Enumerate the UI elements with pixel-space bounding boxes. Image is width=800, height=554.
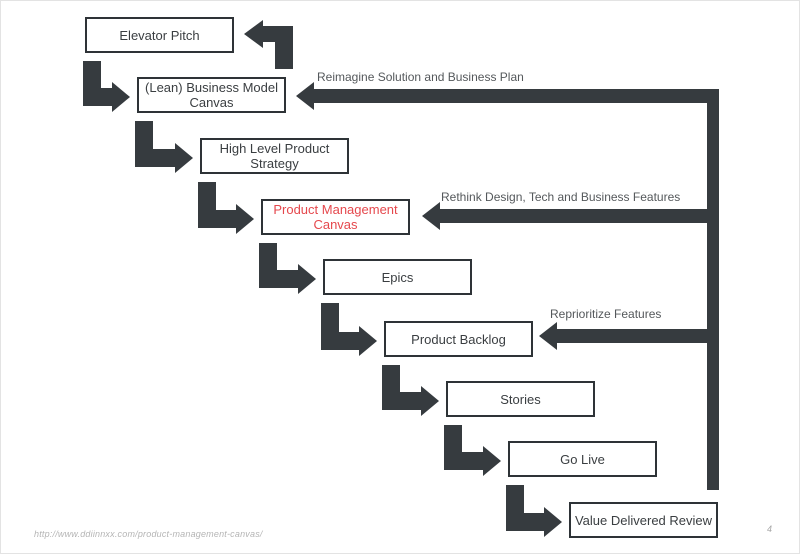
- step-box-product-management-canvas: Product Management Canvas: [261, 199, 410, 235]
- step-label: High Level Product Strategy: [219, 141, 330, 171]
- step-box-epics: Epics: [323, 259, 472, 295]
- feedback-arrow-label: Reprioritize Features: [550, 307, 662, 321]
- arrowhead-right-icon: [483, 446, 501, 476]
- arrowhead-right-icon: [175, 143, 193, 173]
- arrowhead-left-icon: [296, 82, 314, 110]
- step-box-product-backlog: Product Backlog: [384, 321, 533, 357]
- step-label: (Lean) Business Model Canvas: [145, 80, 278, 110]
- arrowhead-right-icon: [112, 82, 130, 112]
- step-box-go-live: Go Live: [508, 441, 657, 477]
- step-box-lean-business-model-canvas: (Lean) Business Model Canvas: [137, 77, 286, 113]
- arrowhead-right-icon: [236, 204, 254, 234]
- connector-horizontal-bar: [198, 210, 236, 228]
- feedback-horizontal-bar: [440, 209, 719, 223]
- arrowhead-right-icon: [421, 386, 439, 416]
- step-label: Stories: [500, 391, 541, 407]
- step-label: Go Live: [560, 451, 605, 467]
- arrowhead-right-icon: [359, 326, 377, 356]
- step-box-elevator-pitch: Elevator Pitch: [85, 17, 234, 53]
- step-box-stories: Stories: [446, 381, 595, 417]
- loop-arrow-horizontal-bar: [263, 26, 293, 42]
- arrowhead-right-icon: [544, 507, 562, 537]
- step-label: Product Backlog: [411, 331, 506, 347]
- connector-horizontal-bar: [444, 452, 483, 470]
- arrowhead-left-icon: [422, 202, 440, 230]
- feedback-arrow-label: Reimagine Solution and Business Plan: [317, 70, 524, 84]
- connector-horizontal-bar: [382, 392, 421, 410]
- connector-horizontal-bar: [321, 332, 359, 350]
- page-number: 4: [767, 524, 773, 534]
- step-box-high-level-product-strategy: High Level Product Strategy: [200, 138, 349, 174]
- step-label: Product Management Canvas: [273, 202, 398, 232]
- step-box-value-delivered-review: Value Delivered Review: [569, 502, 718, 538]
- step-label: Value Delivered Review: [574, 512, 713, 528]
- connector-horizontal-bar: [83, 88, 112, 106]
- step-label: Elevator Pitch: [119, 27, 200, 43]
- arrowhead-left-icon: [244, 20, 263, 48]
- connector-horizontal-bar: [259, 270, 298, 288]
- source-url: http://www.ddiinnxx.com/product-manageme…: [34, 529, 263, 539]
- step-label: Epics: [381, 269, 414, 285]
- feedback-arrow-label: Rethink Design, Tech and Business Featur…: [441, 190, 681, 204]
- feedback-horizontal-bar: [314, 89, 719, 103]
- arrowhead-right-icon: [298, 264, 316, 294]
- feedback-spine-bar: [707, 89, 719, 490]
- feedback-horizontal-bar: [557, 329, 719, 343]
- connector-horizontal-bar: [506, 513, 544, 531]
- arrowhead-left-icon: [539, 322, 557, 350]
- connector-horizontal-bar: [135, 149, 175, 167]
